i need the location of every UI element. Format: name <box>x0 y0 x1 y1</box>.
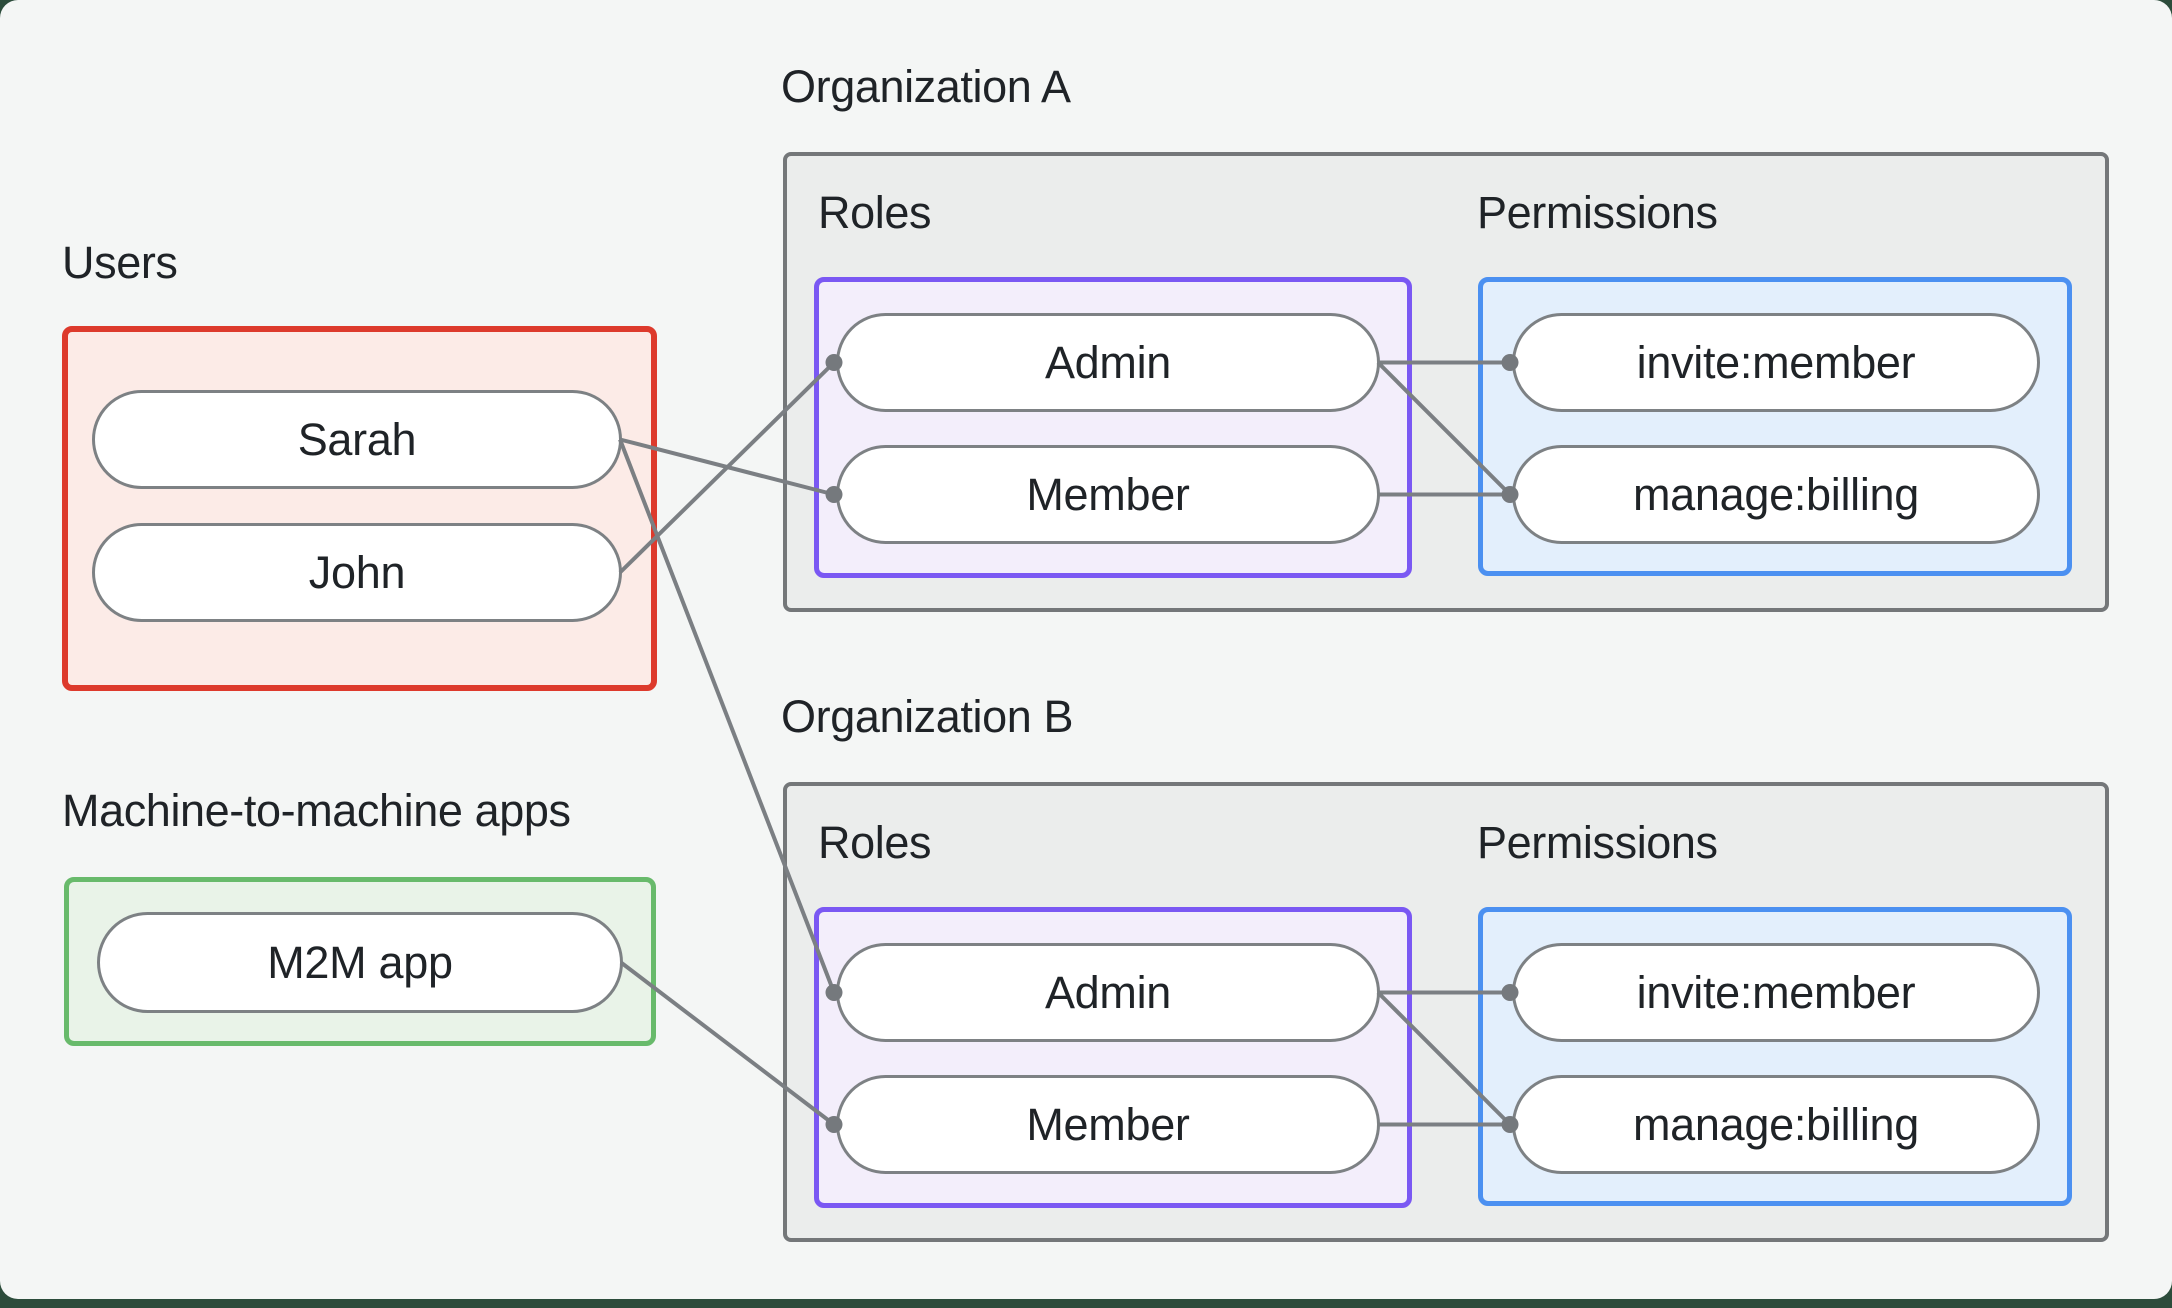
org-a-permission-manage-billing: manage:billing <box>1512 445 2040 544</box>
role-node-label: Member <box>1026 1098 1190 1150</box>
m2m-node-label: M2M app <box>267 936 453 988</box>
permission-node-label: manage:billing <box>1633 1098 1919 1150</box>
user-node-label: John <box>308 546 406 598</box>
org-b-permissions-label: Permissions <box>1477 817 1718 868</box>
org-b-role-member: Member <box>836 1075 1380 1174</box>
users-label: Users <box>62 237 178 288</box>
org-b-title: Organization B <box>781 691 1074 742</box>
org-b-permission-invite-member: invite:member <box>1512 943 2040 1042</box>
user-node-label: Sarah <box>297 413 417 465</box>
role-node-label: Admin <box>1044 966 1172 1018</box>
user-node-john: John <box>92 523 622 622</box>
permission-node-label: invite:member <box>1636 336 1916 388</box>
org-b-permission-manage-billing: manage:billing <box>1512 1075 2040 1174</box>
permission-node-label: manage:billing <box>1633 468 1919 520</box>
role-node-label: Member <box>1026 468 1190 520</box>
org-a-title: Organization A <box>781 61 1071 112</box>
role-node-label: Admin <box>1044 336 1172 388</box>
org-b-role-admin: Admin <box>836 943 1380 1042</box>
org-b-roles-label: Roles <box>818 817 932 868</box>
permission-node-label: invite:member <box>1636 966 1916 1018</box>
org-a-permission-invite-member: invite:member <box>1512 313 2040 412</box>
users-group-box <box>62 326 657 691</box>
org-a-roles-label: Roles <box>818 187 932 238</box>
user-node-sarah: Sarah <box>92 390 622 489</box>
m2m-label: Machine-to-machine apps <box>62 785 571 836</box>
org-a-role-admin: Admin <box>836 313 1380 412</box>
org-a-permissions-label: Permissions <box>1477 187 1718 238</box>
org-a-role-member: Member <box>836 445 1380 544</box>
m2m-app-node: M2M app <box>97 912 623 1013</box>
